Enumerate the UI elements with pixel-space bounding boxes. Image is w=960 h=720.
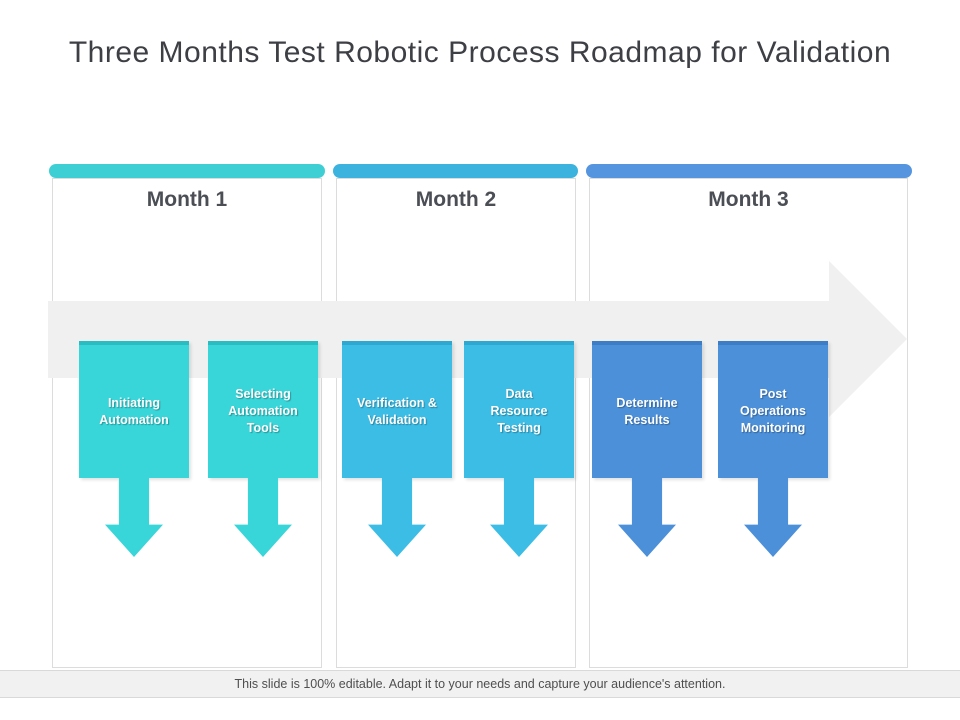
- footer-text: This slide is 100% editable. Adapt it to…: [234, 677, 726, 691]
- step-label: Verification & Validation: [357, 395, 437, 427]
- step-box-determine-results: Determine Results: [592, 341, 702, 478]
- step-label: Determine Results: [616, 395, 678, 427]
- step-box-verification-validation: Verification & Validation: [342, 341, 452, 478]
- month-2-header-bar: [333, 164, 578, 178]
- footer-strip: This slide is 100% editable. Adapt it to…: [0, 670, 960, 698]
- month-1-header-bar: [49, 164, 325, 178]
- step-box-post-operations-monitoring: Post Operations Monitoring: [718, 341, 828, 478]
- month-1-label: Month 1: [146, 188, 228, 211]
- month-3-header-bar: [586, 164, 912, 178]
- step-box-selecting-automation-tools: Selecting Automation Tools: [208, 341, 318, 478]
- step-label: Selecting Automation Tools: [228, 387, 298, 435]
- step-label: Data Resource Testing: [490, 387, 548, 435]
- step-box-initiating-automation: Initiating Automation: [79, 341, 189, 478]
- month-3-label: Month 3: [708, 188, 789, 211]
- month-2-label: Month 2: [415, 188, 497, 211]
- slide-title: Three Months Test Robotic Process Roadma…: [68, 36, 892, 69]
- step-box-data-resource-testing: Data Resource Testing: [464, 341, 574, 478]
- step-label: Initiating Automation: [99, 395, 169, 427]
- step-label: Post Operations Monitoring: [740, 387, 806, 435]
